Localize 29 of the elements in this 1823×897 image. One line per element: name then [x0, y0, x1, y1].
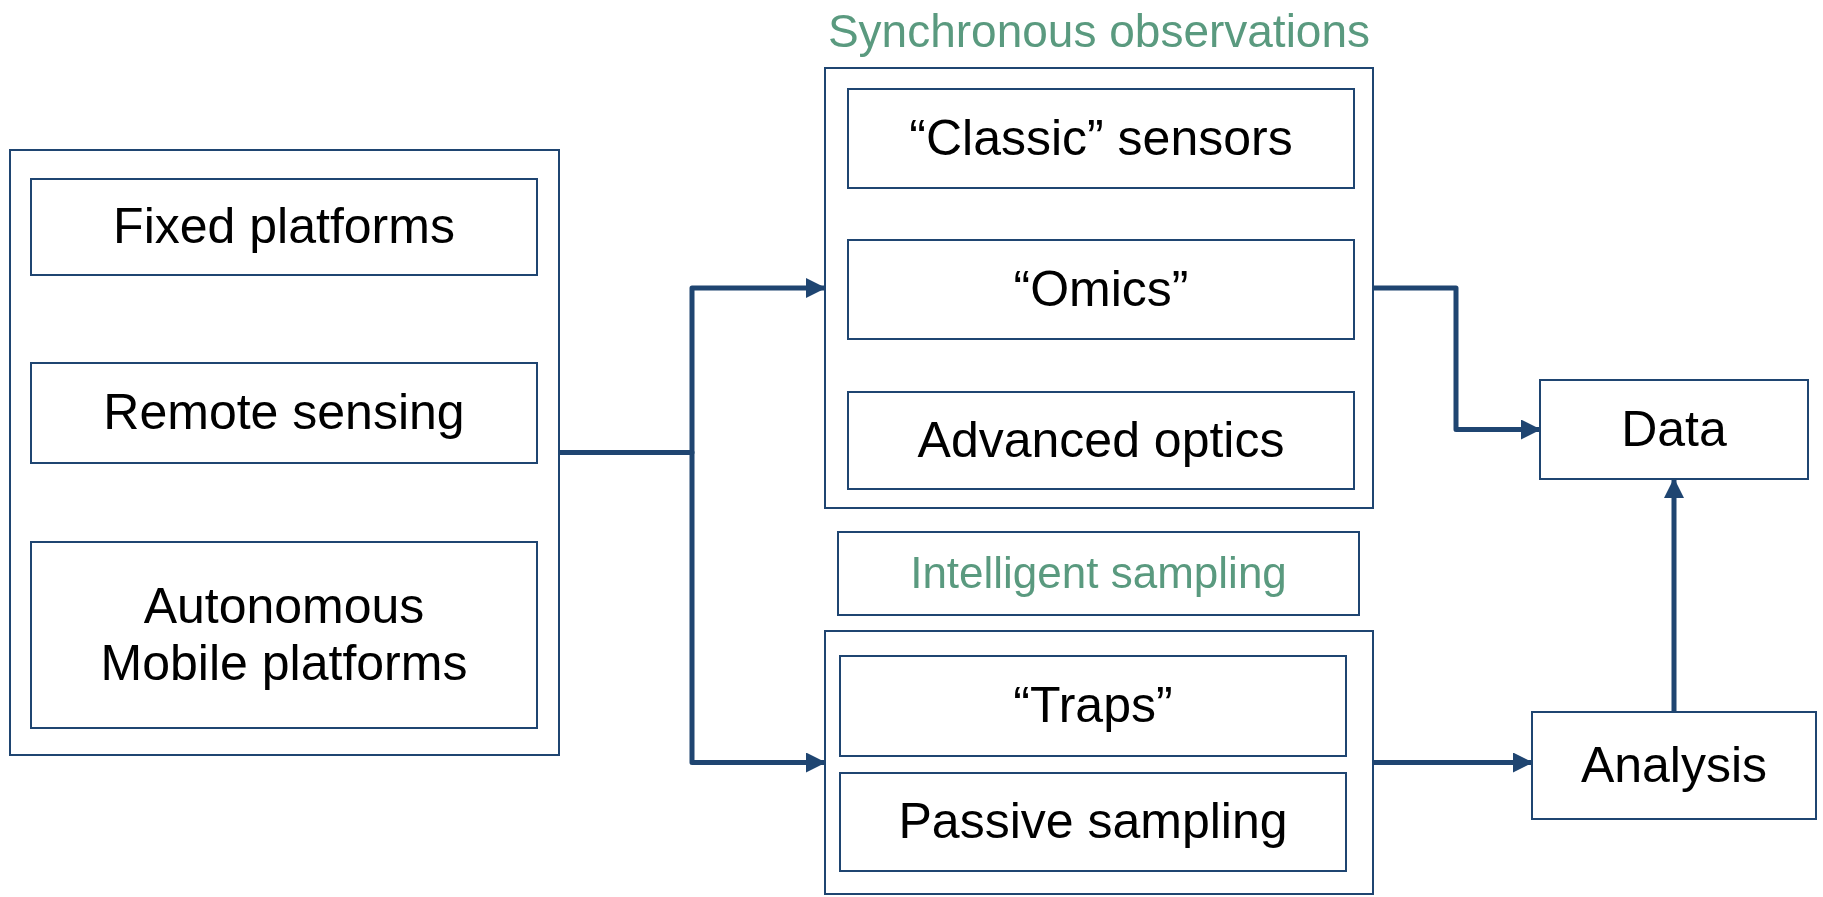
group-heading: Synchronous observations: [826, 5, 1372, 58]
arrow: [1374, 752, 1533, 773]
process-box: [837, 531, 1360, 616]
arrow: [1374, 285, 1541, 440]
box-label: Remote sensing: [102, 384, 466, 442]
process-box: [839, 772, 1347, 872]
arrow: [1664, 478, 1684, 711]
box-label: “Omics”: [1012, 260, 1190, 319]
box-label: “Traps”: [1012, 677, 1174, 735]
process-box: [847, 239, 1355, 340]
process-box: [1531, 711, 1817, 820]
process-box: [839, 655, 1347, 757]
box-label: “Classic” sensors: [908, 109, 1294, 168]
box-label: Fixed platforms: [112, 198, 456, 256]
process-box: [30, 541, 538, 729]
box-label: Advanced optics: [916, 411, 1286, 470]
process-box: [30, 178, 538, 276]
process-box: [847, 391, 1355, 490]
box-label: Autonomous Mobile platforms: [99, 577, 469, 693]
container-box: [824, 630, 1374, 895]
process-box: [30, 362, 538, 464]
box-label: Passive sampling: [897, 793, 1289, 851]
process-box: [847, 88, 1355, 189]
arrow: [560, 450, 826, 773]
container-box: [9, 149, 560, 756]
box-label: Intelligent sampling: [909, 548, 1288, 599]
process-box: [1539, 379, 1809, 480]
box-label: Analysis: [1579, 736, 1769, 795]
box-label: Data: [1620, 400, 1728, 459]
